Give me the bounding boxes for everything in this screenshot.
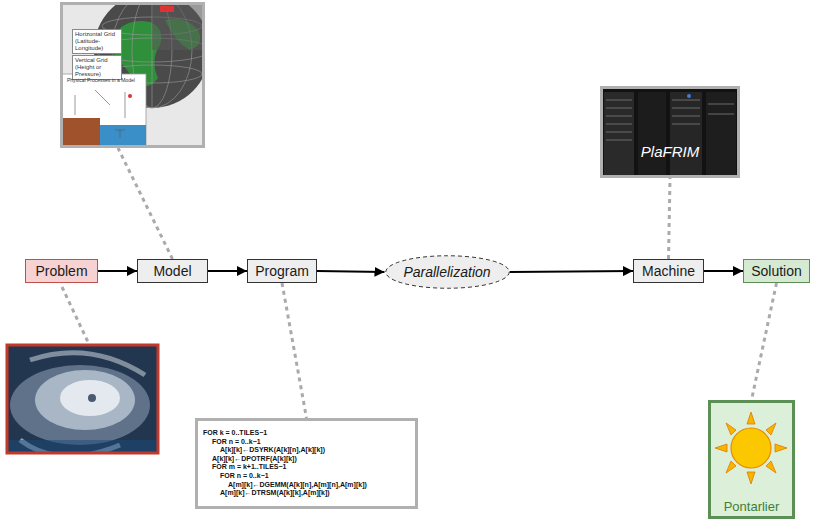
picture-label: Horizontal Grid (Latitude-Longitude) (72, 29, 122, 54)
sun-illustration-part (708, 400, 795, 519)
box-label: Machine (642, 263, 695, 279)
code-line: FOR m = k+1..TILES−1 (212, 463, 411, 472)
leader-connector (752, 283, 777, 400)
globe-illustration-part-part (75, 95, 76, 115)
globe-illustration-part (100, 125, 146, 147)
globe-illustration-part (62, 118, 100, 147)
code-line: A[k][k]←DPOTRF(A[k][k]) (212, 455, 411, 464)
server-photo-part-part (606, 100, 632, 101)
model-picture: Horizontal Grid (Latitude-Longitude)Vert… (60, 2, 205, 148)
code-line: A[k][k]←DSYRK(A[k][n],A[k][k]) (220, 446, 411, 455)
code-line: FOR n = 0..k−1 (220, 472, 411, 481)
sun-illustration-part-part (715, 444, 727, 452)
flow-arrow (510, 271, 634, 272)
server-photo-part-part (708, 104, 734, 105)
code-box: FOR k = 0..TILES−1FOR n = 0..k−1A[k][k]←… (195, 418, 418, 509)
server-photo-part-part (672, 124, 700, 125)
ellipse-shape (385, 256, 509, 289)
flow-arrow (208, 270, 247, 272)
hurricane-photo-part (30, 353, 145, 375)
sun-illustration-part (731, 428, 771, 468)
hurricane-photo-part (10, 365, 150, 445)
server-photo-part (687, 94, 691, 98)
server-photo-part-part (606, 140, 632, 141)
hurricane-photo-part (7, 345, 158, 453)
globe-illustration-part-part (125, 92, 126, 118)
hurricane-photo-part (60, 380, 120, 416)
server-photo-part-part (606, 108, 632, 109)
photo-frame (7, 345, 158, 453)
globe-illustration-part (75, 90, 125, 138)
box-label: Parallelization (403, 264, 490, 280)
process-box: Problem (25, 259, 98, 283)
server-photo-part (604, 92, 634, 178)
server-photo-part (670, 92, 702, 178)
globe-illustration-part (62, 74, 146, 147)
server-photo-part (606, 100, 734, 140)
box-label: Problem (35, 263, 87, 279)
machine-picture: PlaFRIM (600, 86, 740, 178)
sun-illustration-part-part (766, 461, 776, 473)
server-photo-part-part (672, 116, 700, 117)
sun-illustration (708, 400, 795, 519)
server-photo-part (600, 86, 740, 178)
sun-illustration-part-part (747, 472, 755, 484)
dashed-ellipse: Parallelization (385, 255, 510, 289)
box-label: Solution (751, 263, 802, 279)
hurricane-photo-part (7, 440, 158, 453)
server-photo-part-part (708, 114, 734, 115)
server-photo-part (706, 92, 736, 178)
box-label: Program (255, 263, 309, 279)
globe-illustration-part (128, 94, 132, 98)
sun-illustration-part-part (775, 444, 787, 452)
globe-illustration-part-part (120, 130, 121, 138)
process-box: Program (247, 259, 317, 283)
process-box: Model (137, 259, 208, 283)
picture-label: Pontarlier (711, 500, 792, 515)
globe-illustration-part (152, 2, 205, 50)
globe-illustration-part (160, 6, 174, 12)
server-photo-part (638, 92, 666, 178)
leader-connector (118, 148, 173, 259)
flow-arrow (704, 270, 743, 272)
sun-illustration-part (715, 412, 787, 484)
sun-illustration-part-part (747, 412, 755, 424)
picture-label: Vertical Grid (Height or Pressure) (72, 55, 122, 80)
leader-line (62, 287, 88, 342)
leader-connector (282, 283, 307, 418)
code-line: A[m][k]←DGEMM(A[k][n],A[m][n],A[m][k]) (228, 481, 411, 490)
sun-illustration-part-part (726, 423, 736, 435)
globe-illustration (60, 2, 205, 148)
server-photo-part-part (606, 124, 632, 125)
box-label: Model (153, 263, 191, 279)
result-picture: Pontarlier (708, 400, 795, 519)
server-photo-part-part (606, 132, 632, 133)
hurricane-photo (7, 345, 158, 453)
process-box: Machine (633, 259, 704, 283)
sun-illustration-part-part (726, 461, 736, 473)
server-photo-part-part (672, 100, 700, 101)
leader-connector (669, 178, 671, 259)
sun-illustration-part-part (766, 423, 776, 435)
picture-label: Physical Processes in a Model (67, 78, 135, 84)
flow-arrow (98, 270, 137, 272)
picture-label: PlaFRIM (603, 143, 737, 160)
process-box: Solution (743, 259, 810, 283)
hurricane-photo-part (35, 370, 135, 430)
code-line: FOR n = 0..k−1 (212, 438, 411, 447)
globe-illustration-part-part (95, 90, 110, 105)
server-photo-part-part (606, 116, 632, 117)
server-photo (600, 86, 740, 178)
hurricane-photo-part (88, 394, 96, 402)
server-photo-part-part (672, 108, 700, 109)
flow-arrow (317, 271, 385, 272)
code-line: FOR k = 0..TILES−1 (203, 429, 411, 438)
code-line: A[m][k]←DTRSM(A[k][k],A[m][k]) (220, 489, 411, 498)
